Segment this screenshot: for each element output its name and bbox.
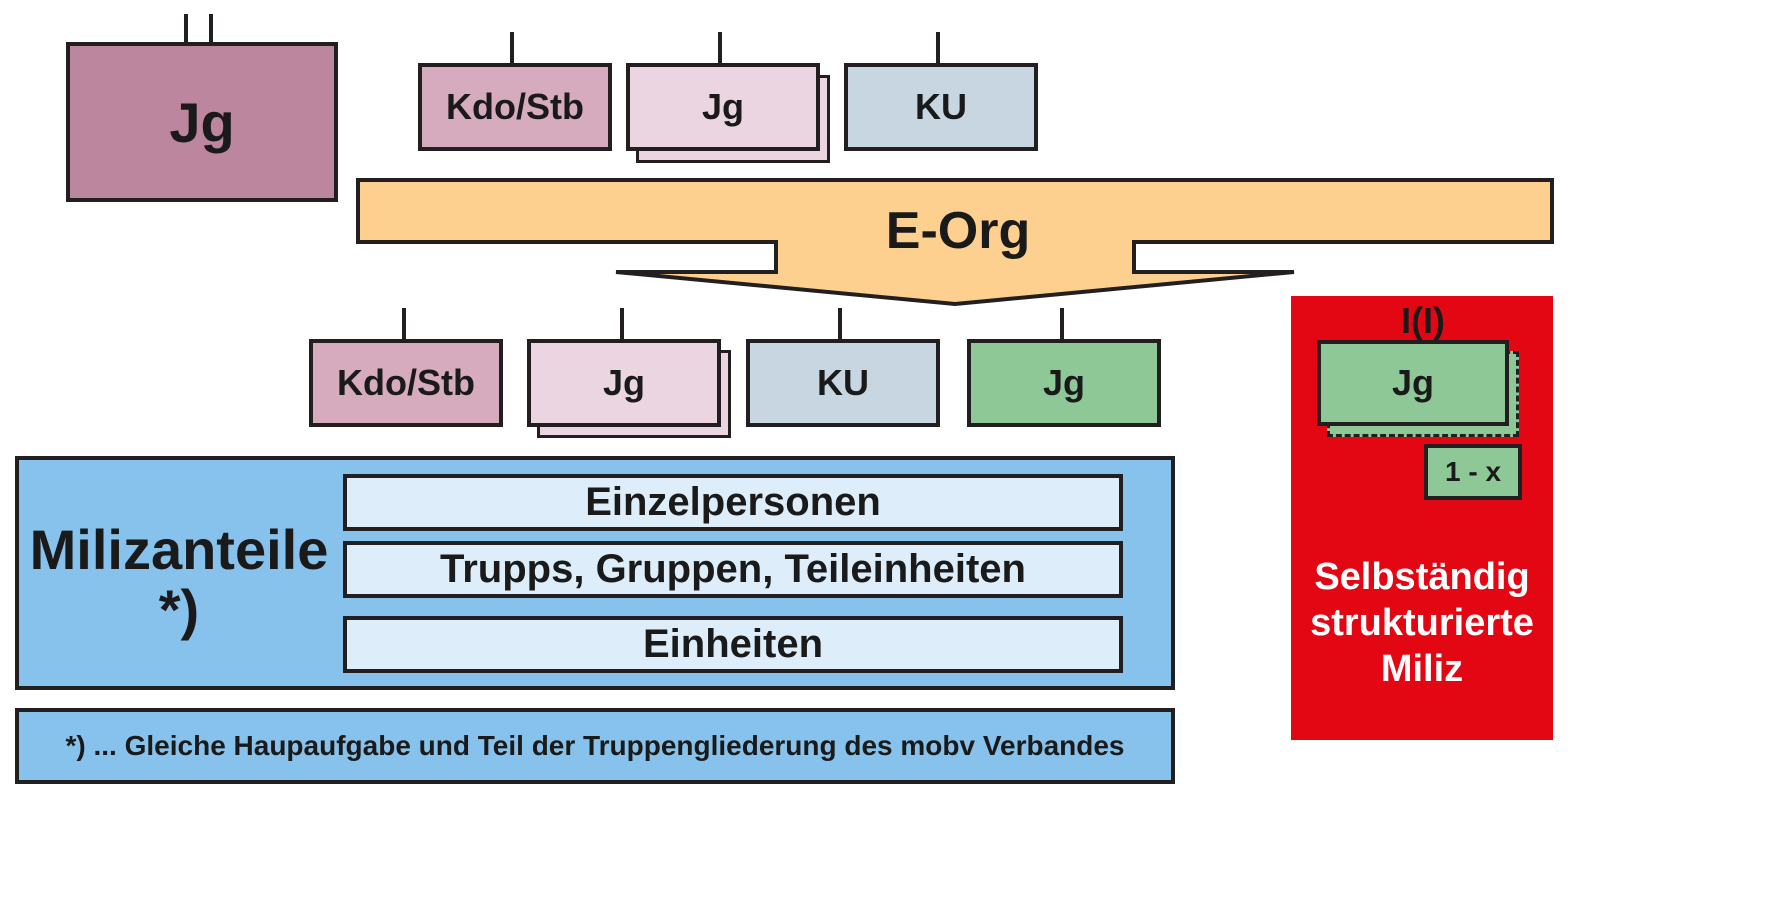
bottom-ku-stem — [838, 308, 842, 342]
top-ku-stem — [936, 32, 940, 66]
bottom-jg-label: Jg — [602, 362, 645, 403]
top-jg-label: Jg — [701, 86, 744, 127]
footnote-text: *) ... Gleiche Haupaufgabe und Teil der … — [65, 730, 1125, 761]
miliz-row-trupps-label: Trupps, Gruppen, Teileinheiten — [440, 547, 1026, 591]
top-kdo-stb-box: Kdo/Stb — [418, 63, 612, 151]
footnote-bar: *) ... Gleiche Haupaufgabe und Teil der … — [15, 708, 1175, 784]
top-jg-stem — [718, 32, 722, 66]
top-left-unit-box: Jg — [66, 42, 338, 202]
bottom-kdo-stem — [402, 308, 406, 342]
bottom-jg-stem — [620, 308, 624, 342]
top-ku-box: KU — [844, 63, 1038, 151]
bottom-ku-box: KU — [746, 339, 940, 427]
bottom-jg-box: Jg — [527, 339, 721, 427]
e-org-label: E-Org — [886, 202, 1030, 260]
milizanteile-title-group: Milizanteile *) — [19, 520, 339, 640]
red-panel-count-label: 1 - x — [1444, 456, 1502, 487]
top-left-unit-label: Jg — [169, 90, 235, 154]
top-left-stem-2 — [209, 14, 213, 44]
bottom-kdo-stb-box: Kdo/Stb — [309, 339, 503, 427]
top-jg-box: Jg — [626, 63, 820, 151]
top-kdo-stb-label: Kdo/Stb — [446, 86, 584, 127]
miliz-row-einzelpersonen: Einzelpersonen — [343, 474, 1123, 531]
miliz-row-einheiten: Einheiten — [343, 616, 1123, 673]
red-panel-jg-box: Jg — [1317, 340, 1509, 426]
miliz-row-einheiten-label: Einheiten — [642, 622, 824, 666]
selbstaendig-line-2: strukturierte — [1310, 602, 1534, 644]
top-left-stem-1 — [184, 14, 188, 44]
red-panel-count-box: 1 - x — [1424, 444, 1522, 500]
selbstaendig-miliz-text: Selbständig strukturierte Miliz — [1291, 554, 1553, 692]
bottom-green-jg-box: Jg — [967, 339, 1161, 427]
miliz-row-trupps: Trupps, Gruppen, Teileinheiten — [343, 541, 1123, 598]
unit-size-symbol: I(I) — [1401, 300, 1445, 341]
bottom-kdo-stb-label: Kdo/Stb — [337, 362, 475, 403]
bottom-green-jg-stem — [1060, 308, 1064, 342]
top-ku-label: KU — [915, 86, 967, 127]
top-kdo-stem — [510, 32, 514, 66]
bottom-green-jg-label: Jg — [1042, 362, 1085, 403]
red-panel-jg-label: Jg — [1391, 362, 1434, 403]
milizanteile-footnote-marker: *) — [158, 578, 200, 641]
e-org-arrow-shape — [356, 178, 1554, 307]
selbstaendig-line-3: Miliz — [1380, 648, 1464, 690]
milizanteile-title: Milizanteile — [29, 518, 329, 581]
bottom-ku-label: KU — [817, 362, 869, 403]
miliz-row-einzelpersonen-label: Einzelpersonen — [585, 480, 881, 524]
selbstaendig-line-1: Selbständig — [1314, 556, 1530, 598]
